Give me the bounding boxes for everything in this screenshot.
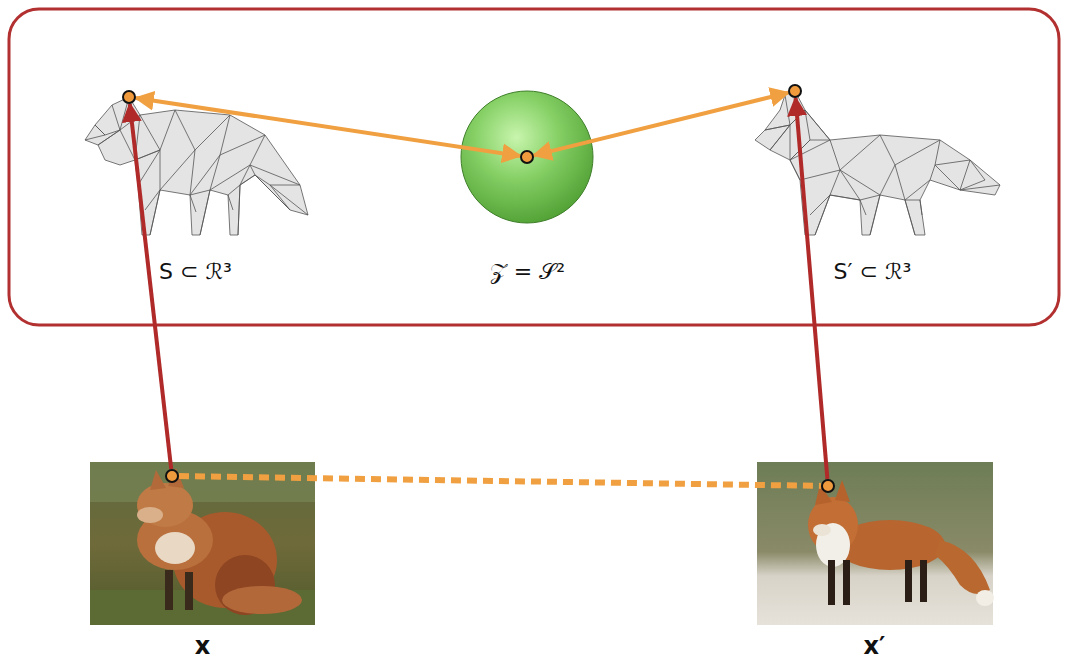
point-dot xyxy=(822,480,834,492)
lift-arrow xyxy=(130,104,171,469)
mesh-fox-right xyxy=(755,91,1000,235)
space-label: S ⊂ ℛ³ xyxy=(155,259,236,285)
point-dot xyxy=(521,151,533,163)
photo-node: x xyxy=(85,458,320,660)
point-dot xyxy=(789,85,801,97)
frame xyxy=(9,9,1059,325)
lift-arrow xyxy=(796,98,828,479)
point-dot xyxy=(166,470,178,482)
correspondence-line xyxy=(179,476,821,486)
image-label: x′ xyxy=(860,632,890,660)
sphere xyxy=(461,91,593,223)
mesh-node: S ⊂ ℛ³ xyxy=(78,80,313,285)
photo-fox-left xyxy=(90,462,315,625)
image-label: x xyxy=(191,632,214,660)
sphere-node: 𝒵 = 𝒮² xyxy=(455,80,600,285)
map-arrow xyxy=(136,98,520,156)
mesh-node: S′ ⊂ ℛ³ xyxy=(740,80,1005,285)
space-label: 𝒵 = 𝒮² xyxy=(486,259,569,285)
point-dot xyxy=(123,91,135,103)
space-label: S′ ⊂ ℛ³ xyxy=(830,259,916,285)
photo-node: x′ xyxy=(752,458,997,660)
map-arrow xyxy=(534,93,788,156)
